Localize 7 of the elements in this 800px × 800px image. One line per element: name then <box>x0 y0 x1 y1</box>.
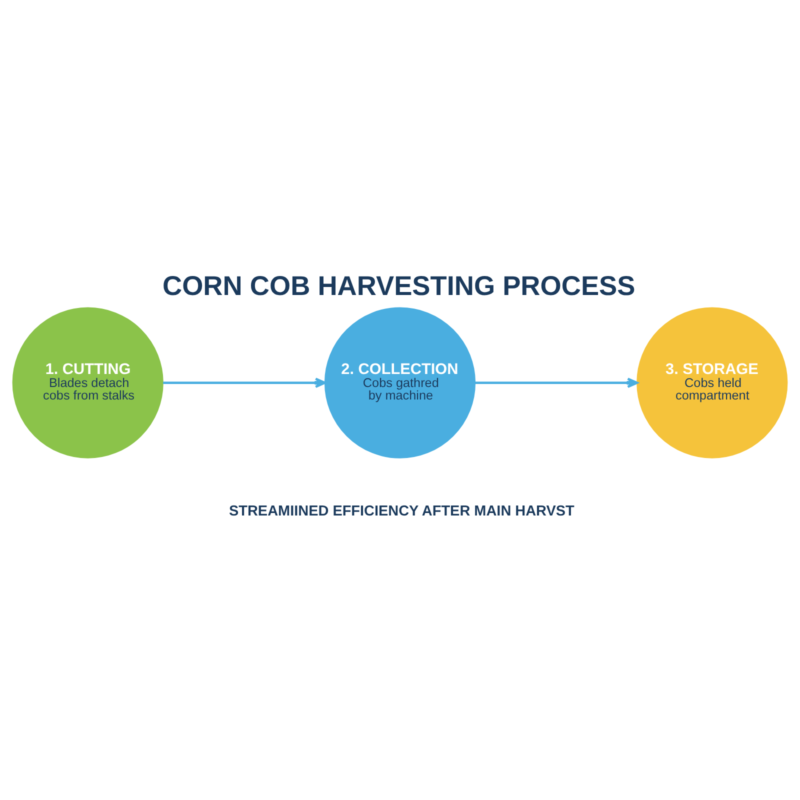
diagram-title: CORN COB HARVESTING PROCESS <box>162 270 636 302</box>
node-circle: 1. CUTTING Blades detach cobs from stalks <box>12 307 164 458</box>
node-circle: 2. COLLECTION Cobs gathred by machine <box>324 307 476 458</box>
node-circle: 3. STORAGE Cobs held compartment <box>636 307 788 458</box>
arrow <box>475 378 638 388</box>
arrow <box>163 378 326 388</box>
caption: STREAMIINED EFFICIENCY AFTER MAIN HARVST <box>229 504 574 520</box>
